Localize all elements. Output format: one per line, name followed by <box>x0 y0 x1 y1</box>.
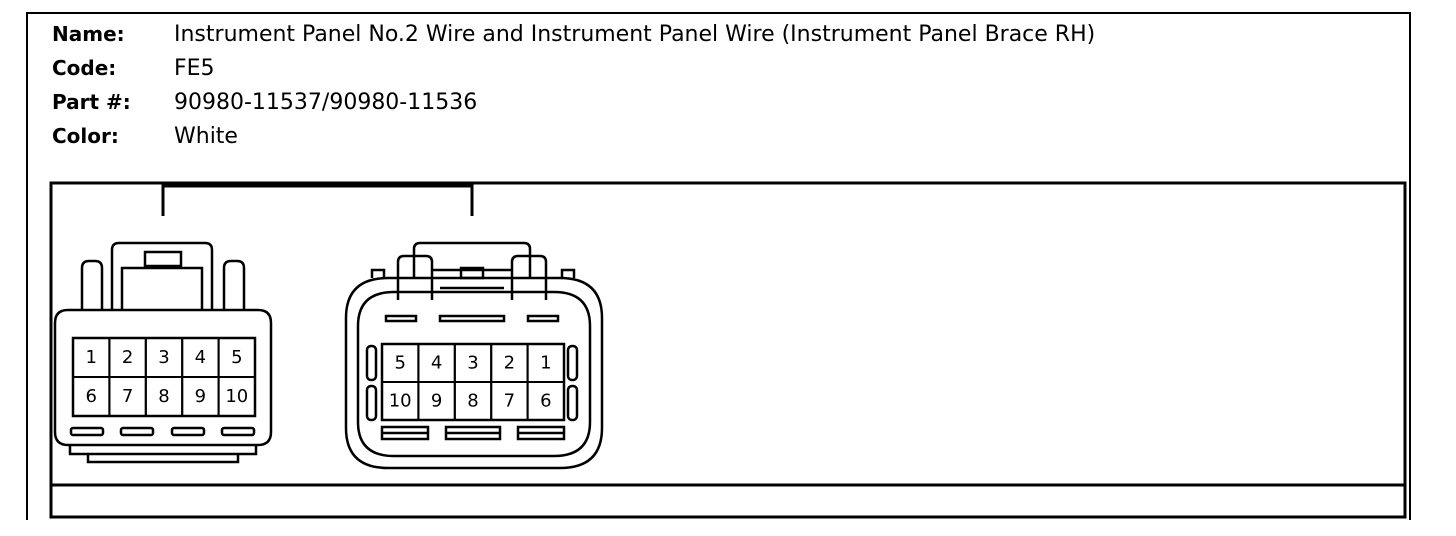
right-connector-upper-slot <box>526 314 560 323</box>
right-connector-lock-tab <box>459 266 485 280</box>
right-pin-number: 9 <box>431 391 442 412</box>
right-pin-number: 8 <box>467 391 478 412</box>
diagram-frame <box>26 12 1411 520</box>
name-value: Instrument Panel No.2 Wire and Instrumen… <box>174 22 1096 47</box>
left-connector-slot <box>170 426 206 437</box>
part-row: Part #: 90980-11537/90980-11536 <box>52 88 1095 122</box>
right-connector-guide <box>566 344 579 382</box>
right-pin-number: 10 <box>389 391 412 412</box>
right-connector-latch-left <box>396 254 434 300</box>
left-connector-lock-inner <box>120 266 204 310</box>
left-connector-foot-inner <box>86 454 240 464</box>
right-pin-number: 5 <box>394 353 405 374</box>
left-connector-slot <box>220 426 256 437</box>
right-pin-number: 3 <box>467 353 478 374</box>
left-pin-number: 4 <box>195 347 206 368</box>
part-value: 90980-11537/90980-11536 <box>174 90 478 115</box>
right-pin-number: 1 <box>540 353 551 374</box>
color-label: Color: <box>52 124 119 148</box>
right-pin-cell <box>526 381 565 421</box>
left-pin-number: 8 <box>158 386 169 407</box>
right-connector-inner-outline <box>356 290 592 458</box>
right-pin-number: 4 <box>431 353 442 374</box>
right-connector-body <box>344 276 604 470</box>
right-pin-number: 7 <box>504 391 515 412</box>
left-connector-latch-right <box>222 259 246 310</box>
code-row: Code: FE5 <box>52 54 1095 88</box>
left-pin-cell <box>217 376 257 417</box>
right-connector-notch-right <box>560 268 576 278</box>
left-connector-lock-outer <box>110 241 214 310</box>
left-connector-lock-tab <box>143 250 183 268</box>
right-connector-upper-slot <box>438 314 506 323</box>
left-connector-pins: 1 2 3 4 5 6 7 8 9 10 <box>72 337 257 417</box>
color-value: White <box>174 124 238 149</box>
left-pin-number: 10 <box>225 386 248 407</box>
connector-info: Name: Instrument Panel No.2 Wire and Inst… <box>52 20 1095 156</box>
name-row: Name: Instrument Panel No.2 Wire and Inst… <box>52 20 1095 54</box>
left-connector-slot <box>69 426 105 437</box>
code-label: Code: <box>52 56 117 80</box>
right-connector-guide <box>566 384 579 422</box>
right-pin-number: 6 <box>540 391 551 412</box>
name-label: Name: <box>52 22 125 46</box>
pairing-bracket <box>161 184 474 216</box>
left-pin-number: 6 <box>85 386 96 407</box>
right-connector-upper-slot <box>384 314 418 323</box>
right-connector-lock-outer <box>412 241 532 278</box>
right-connector-notch-left <box>370 268 386 278</box>
left-connector-body <box>53 308 273 447</box>
drawing-area-border <box>49 181 1407 519</box>
left-connector-slot <box>119 426 155 437</box>
right-connector-guide <box>365 344 378 382</box>
right-connector-guide <box>365 384 378 422</box>
right-connector <box>344 241 604 470</box>
left-pin-number: 7 <box>122 386 133 407</box>
left-pin-number: 5 <box>231 347 242 368</box>
left-connector-foot <box>68 445 258 456</box>
color-row: Color: White <box>52 122 1095 156</box>
left-pin-number: 9 <box>195 386 206 407</box>
left-pin-number: 1 <box>85 347 96 368</box>
code-value: FE5 <box>174 56 215 81</box>
left-connector-latch-left <box>80 259 104 310</box>
left-pin-number: 3 <box>158 347 169 368</box>
right-connector-latch-right <box>510 254 548 300</box>
left-pin-number: 2 <box>122 347 133 368</box>
right-pin-number: 2 <box>504 353 515 374</box>
part-label: Part #: <box>52 90 131 114</box>
right-connector-pins: 5 4 3 2 1 10 9 8 7 6 <box>381 343 565 421</box>
